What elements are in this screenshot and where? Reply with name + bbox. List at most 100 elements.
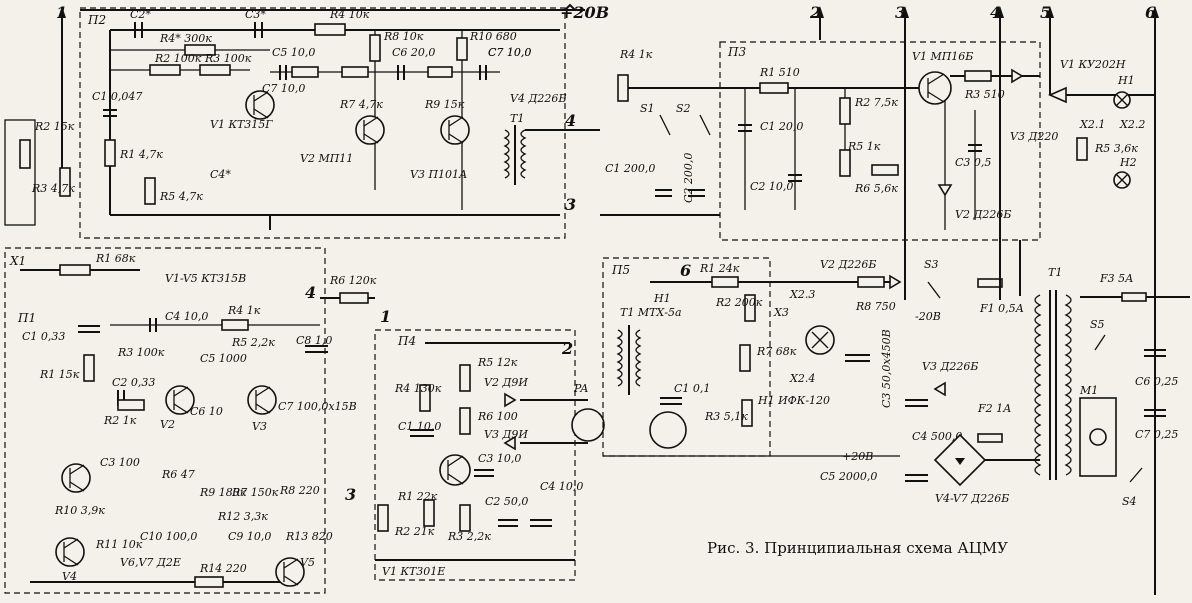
svg-text:C7 10,0: C7 10,0 — [262, 82, 305, 95]
ext-s1-switch: S1 — [640, 102, 671, 136]
ext-r8-resistor: R8 750 — [855, 276, 896, 313]
p2-r3-resistor: R3 100к — [199, 52, 252, 76]
svg-text:R8 750: R8 750 — [855, 300, 896, 313]
output-5-label: 5 — [1040, 3, 1051, 22]
p2-c7-label: C7 10,0 — [488, 46, 531, 59]
svg-text:R2 21к: R2 21к — [394, 525, 435, 538]
right-t1-transformer: T1 — [1034, 266, 1072, 480]
svg-text:X3: X3 — [773, 306, 789, 319]
p2-r4star-resistor: R4* 300к — [110, 32, 270, 56]
svg-text:R7 4,7к: R7 4,7к — [339, 98, 383, 111]
p1-output-4-label: 4 — [305, 283, 316, 302]
svg-text:C2 200,0: C2 200,0 — [682, 153, 695, 203]
svg-text:R3 5,1к: R3 5,1к — [704, 410, 748, 423]
p2-r9-resistor: R9 15к — [420, 66, 500, 111]
svg-text:R1 15к: R1 15к — [39, 368, 80, 381]
p5-r1-resistor: R1 24к — [699, 262, 740, 288]
p5-r3-resistor: R3 5,1к — [704, 399, 753, 427]
block-p5-frame — [602, 257, 771, 457]
svg-text:H2: H2 — [1119, 156, 1137, 169]
p1-r14-resistor: R14 220 — [30, 562, 300, 588]
p4-v1-transistor: V1 КТ301Е — [382, 454, 471, 578]
ext-r4-potentiometer: R4 1к — [617, 48, 653, 102]
p1-v4-transistor: V4 — [55, 537, 85, 583]
svg-text:V4-V7 Д226Б: V4-V7 Д226Б — [935, 492, 1009, 505]
p3-v2-diode: V2 Д226Б — [937, 100, 1011, 230]
svg-text:R2 200к: R2 200к — [715, 296, 763, 309]
svg-text:C1 10,0: C1 10,0 — [398, 420, 441, 433]
right-x22-label: X2.2 — [1119, 118, 1145, 131]
right-v3-diode: V3 Д226Б — [922, 360, 978, 397]
svg-text:C1 20,0: C1 20,0 — [760, 120, 803, 133]
svg-text:C3 50,0x450В: C3 50,0x450В — [880, 329, 893, 408]
p1-c3-label: C3 100 — [100, 456, 140, 469]
svg-text:T1: T1 — [510, 112, 524, 125]
svg-text:R3 2,2к: R3 2,2к — [447, 530, 491, 543]
p5-x24-label: X2.4 — [789, 372, 815, 385]
p1-r6-label: R6 47 — [161, 468, 195, 481]
p1-r13-label: R13 820 — [285, 530, 333, 543]
p2-r1-resistor: R1 4,7к — [104, 139, 163, 167]
p5-r7-potentiometer: R7 68к — [739, 344, 797, 372]
svg-text:F1 0,5А: F1 0,5А — [979, 302, 1024, 315]
svg-text:V5: V5 — [300, 556, 315, 569]
svg-text:R5 4,7к: R5 4,7к — [159, 190, 203, 203]
svg-text:C2 50,0: C2 50,0 — [485, 495, 528, 508]
p1-v5-transistor: V5 — [275, 556, 315, 587]
svg-text:R6 120к: R6 120к — [329, 274, 377, 287]
p1-r2-resistor: R2 1к — [103, 399, 145, 427]
right-h2-lamp: H2 — [1113, 156, 1137, 189]
p4-c1-capacitor: C1 10,0 — [398, 420, 441, 437]
p4-r3-resistor: R3 2,2к — [447, 504, 491, 543]
p1-r3-label: R3 100к — [117, 346, 165, 359]
p2-v4-diode: V4 Д226Б — [510, 92, 566, 105]
p1-r1-potentiometer: R1 68к — [20, 252, 140, 276]
p1-v1-transistor — [61, 463, 91, 493]
right-bridge-rectifier: V4-V7 Д226Б — [933, 433, 1009, 505]
p2-r8-resistor: R8 10к — [369, 30, 424, 190]
svg-text:F3 5А: F3 5А — [1099, 272, 1133, 285]
svg-text:C7 0,25: C7 0,25 — [1135, 428, 1178, 441]
svg-text:V4: V4 — [62, 570, 77, 583]
p2-c4-label: C4* — [210, 168, 231, 181]
p1-c8-capacitor: C8 1,0 — [296, 334, 332, 353]
p5-x3-lamp: X3 — [773, 306, 835, 355]
svg-text:R4 1к: R4 1к — [619, 48, 653, 61]
right-c5-capacitor: C5 2000,0 — [820, 470, 928, 483]
svg-text:R6 5,6к: R6 5,6к — [854, 182, 898, 195]
svg-text:R10 680: R10 680 — [469, 30, 517, 43]
p3-v3-diode: V3 Д220 — [1010, 68, 1058, 143]
svg-text:V1 КУ202Н: V1 КУ202Н — [1060, 58, 1126, 71]
output-2-label: 2 — [809, 3, 821, 22]
output-3-label: 3 — [895, 3, 906, 22]
ext-r3-potentiometer: R3 4,7к — [31, 167, 75, 197]
block-p5-name: П5 — [611, 263, 630, 277]
svg-text:R8 10к: R8 10к — [383, 30, 424, 43]
ext-r2-potentiometer: R2 15к — [19, 120, 75, 169]
svg-text:C3 10,0: C3 10,0 — [478, 452, 521, 465]
svg-text:C8 1,0: C8 1,0 — [296, 334, 332, 347]
p1-r4-resistor: R4 1к — [221, 304, 261, 331]
block-p3-name: П3 — [727, 45, 746, 59]
svg-text:S2: S2 — [676, 102, 691, 115]
svg-text:C7 10,0: C7 10,0 — [488, 46, 531, 59]
p5-h1-photoresistor: H1 ИФК-120 — [649, 394, 830, 449]
p5-t1-transformer: T1 МТХ-5а — [616, 306, 682, 395]
svg-text:R5 1к: R5 1к — [847, 140, 881, 153]
svg-text:V2 МП11: V2 МП11 — [300, 152, 353, 165]
p1-v3-transistor: V3 — [247, 385, 277, 433]
p5-c1-capacitor: C1 0,1 — [660, 382, 710, 405]
p4-v2-diode: V2 Д9И — [484, 376, 528, 408]
p4-r6-resistor: R6 100 — [459, 407, 518, 435]
p2-t1-transformer: T1 — [503, 112, 527, 185]
right-minus20-label: -20В — [915, 310, 941, 323]
p1-c7-label: C7 100,0x15В — [278, 400, 357, 413]
p3-r3-resistor: R3 510 — [964, 70, 1005, 101]
svg-text:R1 4,7к: R1 4,7к — [119, 148, 163, 161]
svg-text:H1 ИФК-120: H1 ИФК-120 — [757, 394, 830, 407]
p1-r7-label: R7 150к — [231, 486, 279, 499]
output-6-label: 6 — [1145, 3, 1156, 22]
p1-c6-label: C6 10 — [190, 405, 223, 418]
p4-r5-resistor: R5 12к — [459, 356, 518, 392]
right-c7-capacitor: C7 0,25 — [1135, 409, 1178, 441]
